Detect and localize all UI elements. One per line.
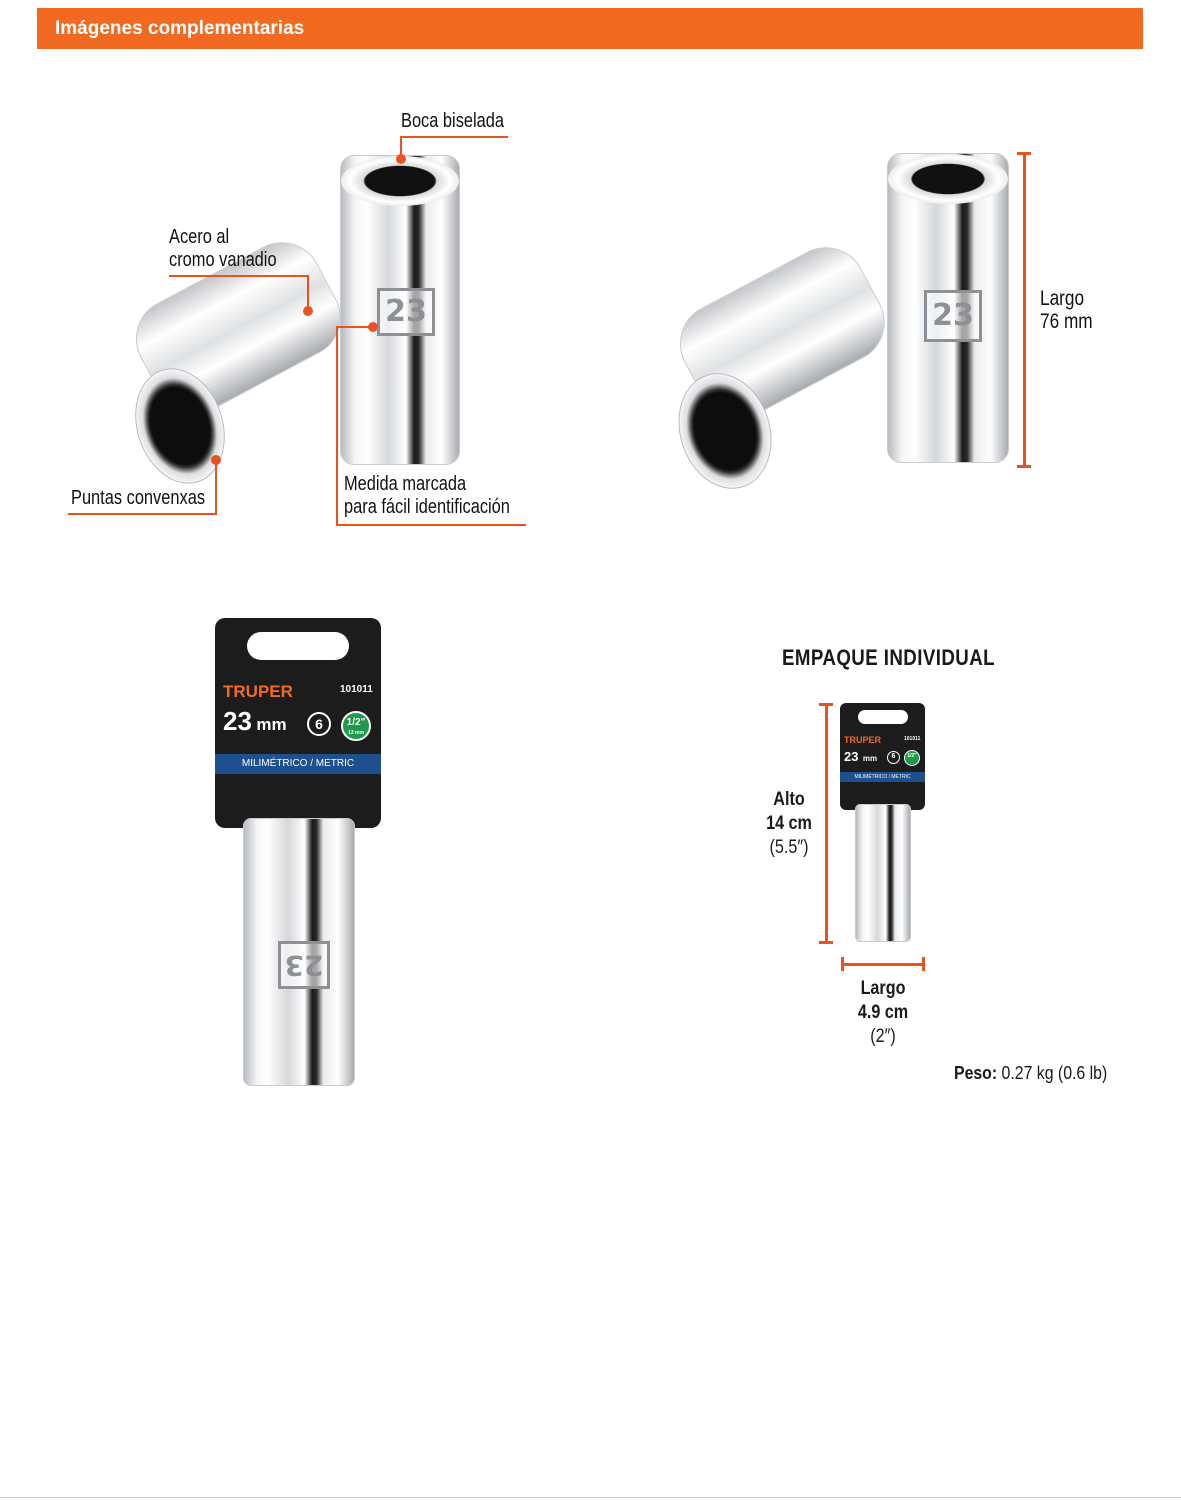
size-mark: 23 — [278, 941, 330, 989]
size-mark: 23 — [924, 290, 982, 342]
length-dimension-tick — [1017, 152, 1031, 155]
height-label: Alto 14 cm (5.5″) — [759, 788, 819, 860]
callout-dot — [211, 455, 221, 465]
hang-hole — [858, 710, 908, 724]
callout-line — [336, 524, 526, 526]
brand-logo: TRUPER — [223, 682, 293, 701]
drive-size: 1/2" — [907, 753, 917, 759]
packaging-title: EMPAQUE INDIVIDUAL — [782, 645, 996, 670]
size-label: 23 mm — [223, 706, 287, 737]
callout-acero: Acero al cromo vanadio — [169, 226, 277, 272]
callout-line — [307, 275, 309, 311]
packaged-socket-image: 23 — [243, 818, 355, 1086]
small-packaged-socket-image — [855, 804, 911, 942]
callout-acero-line1: Acero al — [169, 226, 230, 248]
width-dimension-line — [842, 963, 925, 966]
size-number: 23 — [844, 749, 859, 764]
points-icon: 6 — [307, 712, 331, 736]
section-header: Imágenes complementarias — [37, 8, 1143, 49]
length-value: 76 mm — [1040, 310, 1093, 333]
size-label: 23 mm — [844, 748, 877, 766]
length-label-text: Largo — [1040, 287, 1085, 310]
width-label: Largo 4.9 cm (2″) — [849, 977, 917, 1049]
points-icon: 6 — [887, 751, 900, 764]
hang-hole — [247, 632, 349, 660]
callout-line — [215, 462, 217, 515]
footer-divider — [0, 1497, 1181, 1498]
height-dimension-line — [825, 704, 828, 943]
callout-puntas: Puntas convenxas — [71, 487, 206, 509]
socket-standing-image: 23 — [887, 153, 1009, 463]
small-package-card: TRUPER 101011 23 mm 6 1/2" MILIMÉTRICO /… — [840, 703, 925, 810]
socket-standing-image: 23 — [340, 155, 460, 465]
weight-value: 0.27 kg (0.6 lb) — [1001, 1063, 1108, 1083]
size-unit: mm — [256, 715, 287, 734]
size-number: 23 — [223, 706, 252, 736]
section-title-text: Imágenes complementarias — [55, 18, 305, 39]
callout-line — [336, 326, 372, 328]
brand-logo: TRUPER — [844, 735, 882, 745]
size-unit: mm — [862, 754, 878, 763]
callout-medida-line2: para fácil identificación — [344, 496, 510, 518]
width-dimension-tick — [841, 957, 844, 971]
height-dimension-tick — [819, 941, 833, 944]
size-mark: 23 — [377, 288, 435, 336]
width-dimension-tick — [922, 957, 925, 971]
package-card: TRUPER 101011 23 mm 6 1/2" 13 mm MILIMÉT… — [215, 618, 381, 828]
width-value: 4.9 cm — [857, 1002, 909, 1023]
callout-line — [68, 513, 217, 515]
weight-label: Peso: — [954, 1063, 998, 1083]
length-dimension-tick — [1017, 465, 1031, 468]
length-dimension-line — [1023, 153, 1026, 467]
height-value: 14 cm — [766, 813, 812, 834]
callout-line — [169, 275, 309, 277]
callout-dot — [303, 306, 313, 316]
product-code: 101011 — [340, 684, 373, 695]
height-dimension-tick — [819, 703, 833, 706]
metric-band: MILIMÉTRICO / METRIC — [215, 754, 381, 774]
height-imperial: (5.5″) — [769, 837, 809, 858]
weight-info: Peso: 0.27 kg (0.6 lb) — [954, 1063, 1107, 1084]
height-label-text: Alto — [773, 789, 805, 810]
callout-boca: Boca biselada — [401, 110, 505, 132]
drive-badge: 1/2" — [904, 750, 920, 766]
callout-dot — [368, 322, 378, 332]
product-code: 101011 — [904, 736, 921, 742]
metric-band: MILIMÉTRICO / METRIC — [840, 772, 925, 782]
callout-acero-line2: cromo vanadio — [169, 249, 277, 271]
width-imperial: (2″) — [870, 1026, 896, 1047]
width-label-text: Largo — [860, 978, 906, 999]
callout-medida: Medida marcada para fácil identificación — [344, 473, 510, 519]
callout-medida-line1: Medida marcada — [344, 473, 467, 495]
drive-badge: 1/2" 13 mm — [341, 711, 371, 741]
callout-line — [336, 326, 338, 526]
callout-line — [400, 136, 508, 138]
drive-size: 1/2" — [346, 717, 366, 728]
length-label: Largo 76 mm — [1040, 287, 1093, 333]
callout-dot — [396, 154, 406, 164]
callout-line — [400, 136, 402, 158]
drive-sub: 13 mm — [348, 730, 364, 736]
